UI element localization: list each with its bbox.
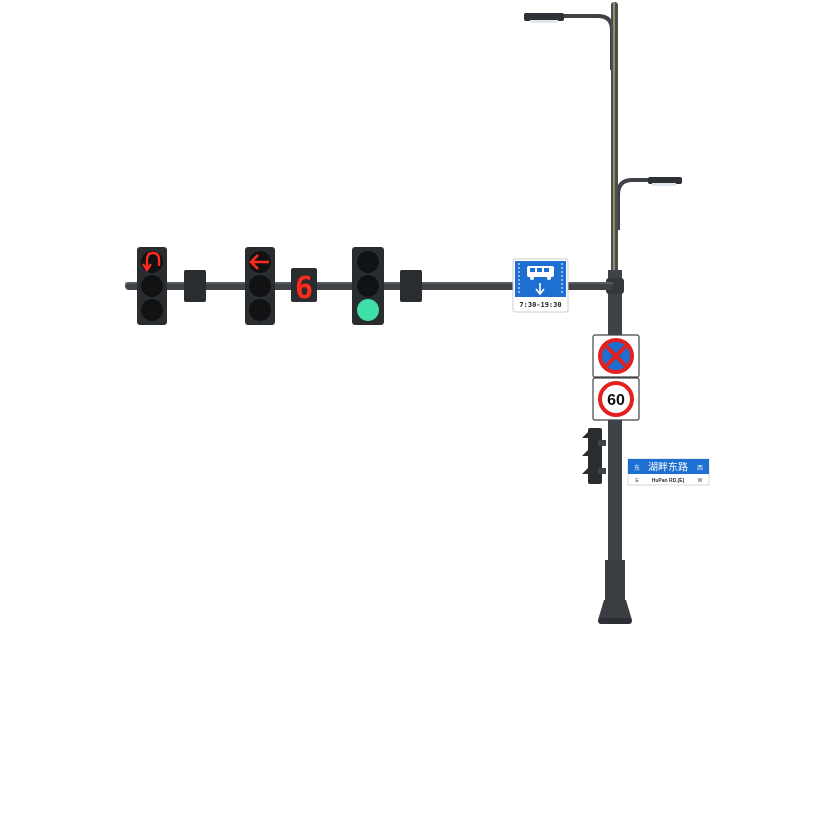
signal-head-main	[352, 247, 384, 325]
bus-lane-hours: 7:30-19:30	[519, 301, 561, 309]
street-name-en: HuPan RD.(E)	[652, 478, 685, 484]
street-east-en: E	[635, 478, 639, 484]
speed-limit-sign: 60	[592, 377, 640, 421]
bus-lane-sign: 7:30-19:30	[512, 258, 569, 313]
u-turn-arrow-icon	[142, 251, 161, 272]
street-east-cn: 东	[634, 464, 640, 472]
no-parking-icon	[598, 338, 634, 374]
signal-head-uturn	[137, 247, 167, 325]
street-name-sign: 东 湖畔东路 西 E HuPan RD.(E) W	[627, 458, 710, 486]
main-pole	[598, 2, 632, 624]
signal-backplate-box	[400, 270, 422, 302]
side-signal-head	[582, 428, 606, 484]
street-west-cn: 西	[697, 465, 703, 472]
signal-backplate-box	[184, 270, 206, 302]
street-lamp-lower	[616, 177, 682, 230]
street-lamp-upper	[524, 13, 614, 70]
signal-head-left	[245, 247, 275, 325]
green-light	[357, 299, 379, 321]
street-name-cn: 湖畔东路	[648, 461, 688, 474]
countdown-value: 6	[295, 271, 313, 306]
countdown-display: 6	[291, 268, 317, 306]
down-arrow-icon	[535, 283, 545, 296]
speed-limit-value: 60	[607, 392, 625, 409]
no-parking-sign	[592, 334, 640, 378]
left-arrow-icon	[249, 254, 269, 270]
bus-icon	[527, 266, 554, 280]
street-west-en: W	[698, 478, 703, 484]
